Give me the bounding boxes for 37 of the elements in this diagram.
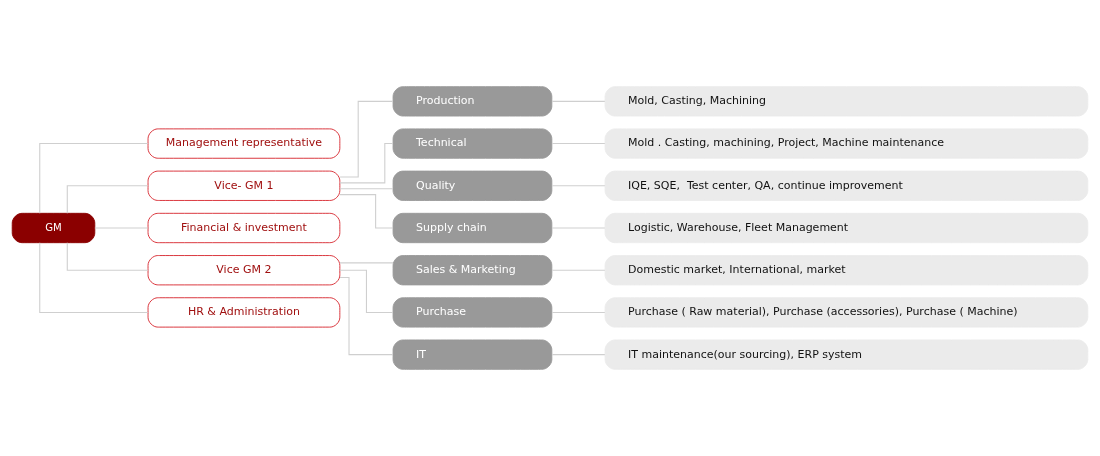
connector xyxy=(66,242,149,271)
connector xyxy=(339,262,394,264)
connector xyxy=(339,143,394,184)
node-box: Supply chain xyxy=(392,212,553,244)
node-box: Mold, Casting, Machining xyxy=(604,86,1089,117)
node-box: HR & Administration xyxy=(147,297,341,328)
node-box: Mold . Casting, machining, Project, Machine maintenance xyxy=(604,128,1089,159)
node-box: Logistic, Warehouse, Fleet Management xyxy=(604,212,1089,244)
connector xyxy=(339,188,394,190)
node-box: Purchase xyxy=(392,297,553,328)
node-box: IT maintenance(our sourcing), ERP system xyxy=(604,339,1089,370)
connector xyxy=(339,277,394,356)
node-box: Technical xyxy=(392,128,553,159)
node-box: Vice GM 2 xyxy=(147,255,341,286)
node-box: Vice- GM 1 xyxy=(147,170,341,201)
node-box: Quality xyxy=(392,170,553,201)
connector xyxy=(551,143,606,145)
node-box: Sales & Marketing xyxy=(392,255,553,286)
connector xyxy=(551,269,606,271)
node-box: Management representative xyxy=(147,128,341,159)
connector xyxy=(339,194,394,229)
node-box: IQE, SQE, Test center, QA, continue improvement xyxy=(604,170,1089,201)
node-box: Financial & investment xyxy=(147,212,341,244)
connector xyxy=(339,269,394,313)
node-box: GM xyxy=(11,212,96,244)
connector xyxy=(66,185,149,214)
connector xyxy=(551,185,606,187)
connector xyxy=(551,311,606,313)
node-box: Domestic market, International, market xyxy=(604,255,1089,286)
connector xyxy=(39,242,149,313)
connector xyxy=(551,100,606,102)
connector xyxy=(339,100,394,178)
connector xyxy=(39,143,149,214)
node-box: Purchase ( Raw material), Purchase (accessories), Purchase ( Machine) xyxy=(604,297,1089,328)
node-box: IT xyxy=(392,339,553,370)
node-box: Production xyxy=(392,86,553,117)
connector xyxy=(551,354,606,356)
